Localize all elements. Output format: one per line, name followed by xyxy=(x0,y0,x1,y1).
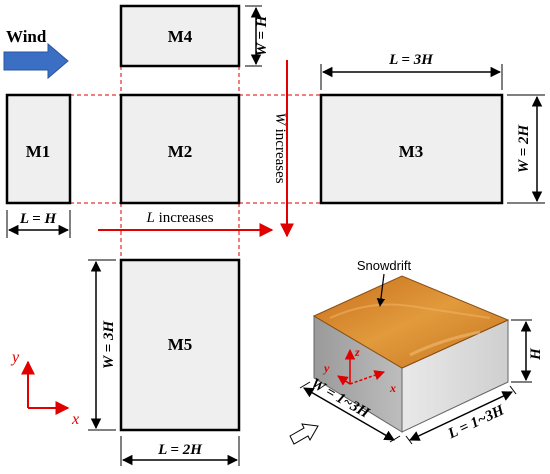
m3-length-label: L = 3H xyxy=(388,52,434,68)
alignment-guides xyxy=(70,66,321,260)
plan-axes: y x xyxy=(10,349,79,428)
wind-indicator: Wind xyxy=(3,27,69,80)
m1-label: M1 xyxy=(26,142,51,161)
block-axis-y-label: y xyxy=(322,361,330,375)
snowdrift-label: Snowdrift xyxy=(357,258,412,273)
m2-label: M2 xyxy=(168,142,193,161)
m3-label: M3 xyxy=(399,142,424,161)
plan-axis-x-label: x xyxy=(71,411,79,428)
l-increases-arrow: L increases xyxy=(98,210,274,237)
m4-width-label: W = H xyxy=(254,14,270,56)
m5-label: M5 xyxy=(168,335,193,354)
model-m1: M1 L = H xyxy=(5,93,72,238)
model-m4: M4 W = H xyxy=(119,4,270,68)
small-wind-arrow-icon xyxy=(289,423,319,445)
wind-arrow-icon xyxy=(3,42,69,80)
m4-label: M4 xyxy=(168,27,193,46)
m1-length-label: L = H xyxy=(19,211,58,227)
wind-label: Wind xyxy=(6,27,47,46)
m3-width-label: W = 2H xyxy=(516,124,532,174)
m5-length-label: L = 2H xyxy=(157,442,203,458)
block-axis-x-label: x xyxy=(389,381,396,395)
block-3d: Snowdrift z y x H W = 1~3H L = 1~3H xyxy=(289,258,544,445)
model-m3: M3 L = 3H W = 2H xyxy=(319,52,545,205)
snowdrift-surface xyxy=(312,275,510,369)
l-increases-label: L increases xyxy=(145,210,213,226)
w-increases-label: W increases xyxy=(272,112,288,183)
w-increases-arrow: W increases xyxy=(272,60,294,238)
model-m5: M5 W = 3H L = 2H xyxy=(88,258,241,466)
block-height-label: H xyxy=(528,347,544,361)
model-m2: M2 xyxy=(119,93,241,205)
plan-axis-y-label: y xyxy=(10,349,20,366)
m5-width-label: W = 3H xyxy=(101,320,117,370)
block-axis-z-label: z xyxy=(354,345,360,359)
